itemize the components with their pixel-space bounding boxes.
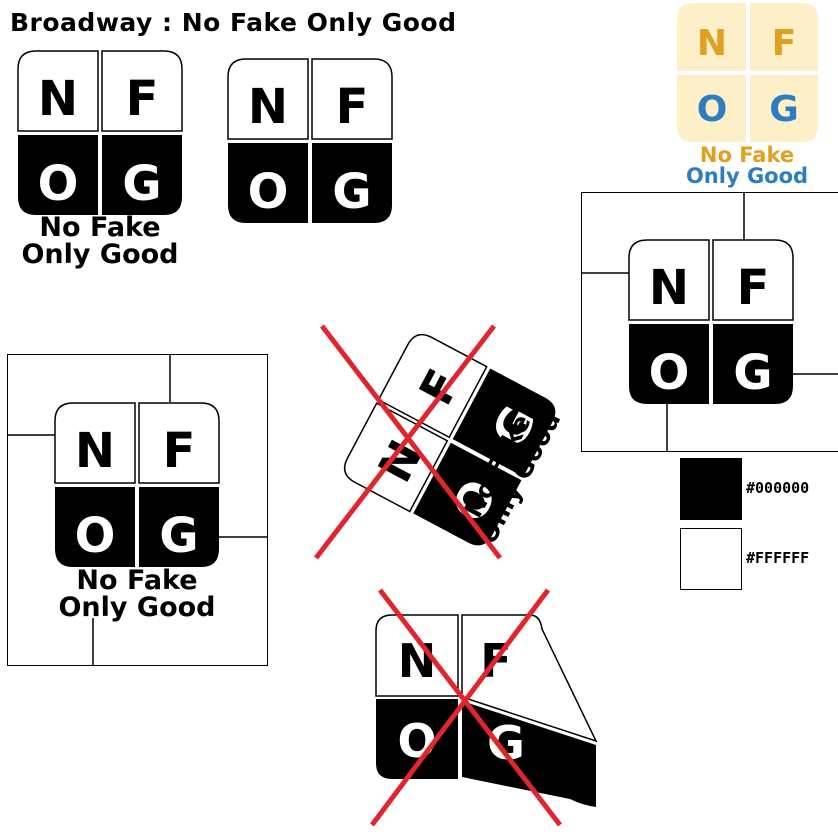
logo-letter-o: O <box>38 156 79 212</box>
logo-primary-with-wordmark: N F O G <box>17 50 183 216</box>
logo-letter-g: G <box>487 716 525 770</box>
wordmark-line-2: Only Good <box>21 239 179 270</box>
clearspace-frame-mark <box>581 192 838 452</box>
logo-letter-n: N <box>248 79 288 135</box>
logo-letter-g: G <box>733 345 772 401</box>
logo-letter-f: F <box>772 23 797 64</box>
cross-line-1 <box>378 588 562 827</box>
clearspace-frame-full <box>7 354 268 666</box>
logo-color-variant: N F O G <box>677 3 818 142</box>
logo-letter-n: N <box>398 634 437 688</box>
wordmark-in-clearspace: No Fake Only Good <box>46 567 228 621</box>
clearspace-guides-full <box>7 354 268 666</box>
wordmark-color-variant: No Fake Only Good <box>672 145 822 187</box>
logo-letter-n: N <box>38 71 78 127</box>
logo-letter-f: F <box>163 423 196 479</box>
swatch-white <box>680 528 742 590</box>
logo-in-clearspace-full: N F O G <box>54 402 220 568</box>
logo-letter-n: N <box>649 260 689 316</box>
cross-line-2 <box>369 588 551 827</box>
incorrect-usage-rotated: N F O G No Fake Only Good <box>314 324 566 560</box>
logo-letter-o: O <box>397 714 436 768</box>
logo-letter-f: F <box>126 71 159 127</box>
logo-letter-g: G <box>159 508 198 564</box>
swatch-black <box>680 458 742 520</box>
incorrect-usage-distorted: N F O G <box>369 588 598 827</box>
wordmark-line-1: No Fake <box>699 143 795 167</box>
logo-letter-g: G <box>122 156 161 212</box>
wordmark-line-1: No Fake <box>39 212 161 243</box>
logo-letter-o: O <box>75 508 116 564</box>
logo-in-clearspace: N F O G <box>628 239 794 405</box>
page-title: Broadway : No Fake Only Good <box>10 8 457 37</box>
logo-letter-o: O <box>697 89 728 130</box>
wordmark-line-2: Only Good <box>58 592 216 623</box>
logo-letter-o: O <box>248 164 289 220</box>
logo-letter-g: G <box>332 164 371 220</box>
cross-line-2 <box>314 324 496 560</box>
logo-mark-only: N F O G <box>227 58 393 224</box>
swatch-black-label: #000000 <box>746 479 810 497</box>
wordmark-line-2: Only Good <box>685 164 809 188</box>
logo-letter-o: O <box>649 345 690 401</box>
wordmark-line-1: No Fake <box>76 565 198 596</box>
logo-letter-f: F <box>336 79 369 135</box>
logo-letter-g: G <box>769 89 799 130</box>
cross-line-1 <box>320 324 502 560</box>
clearspace-guides-mark <box>581 192 838 452</box>
logo-letter-n: N <box>75 423 115 479</box>
wordmark-primary: No Fake Only Good <box>10 214 190 268</box>
swatch-white-label: #FFFFFF <box>746 549 810 567</box>
logo-letter-f: F <box>737 260 770 316</box>
logo-letter-n: N <box>697 23 727 64</box>
